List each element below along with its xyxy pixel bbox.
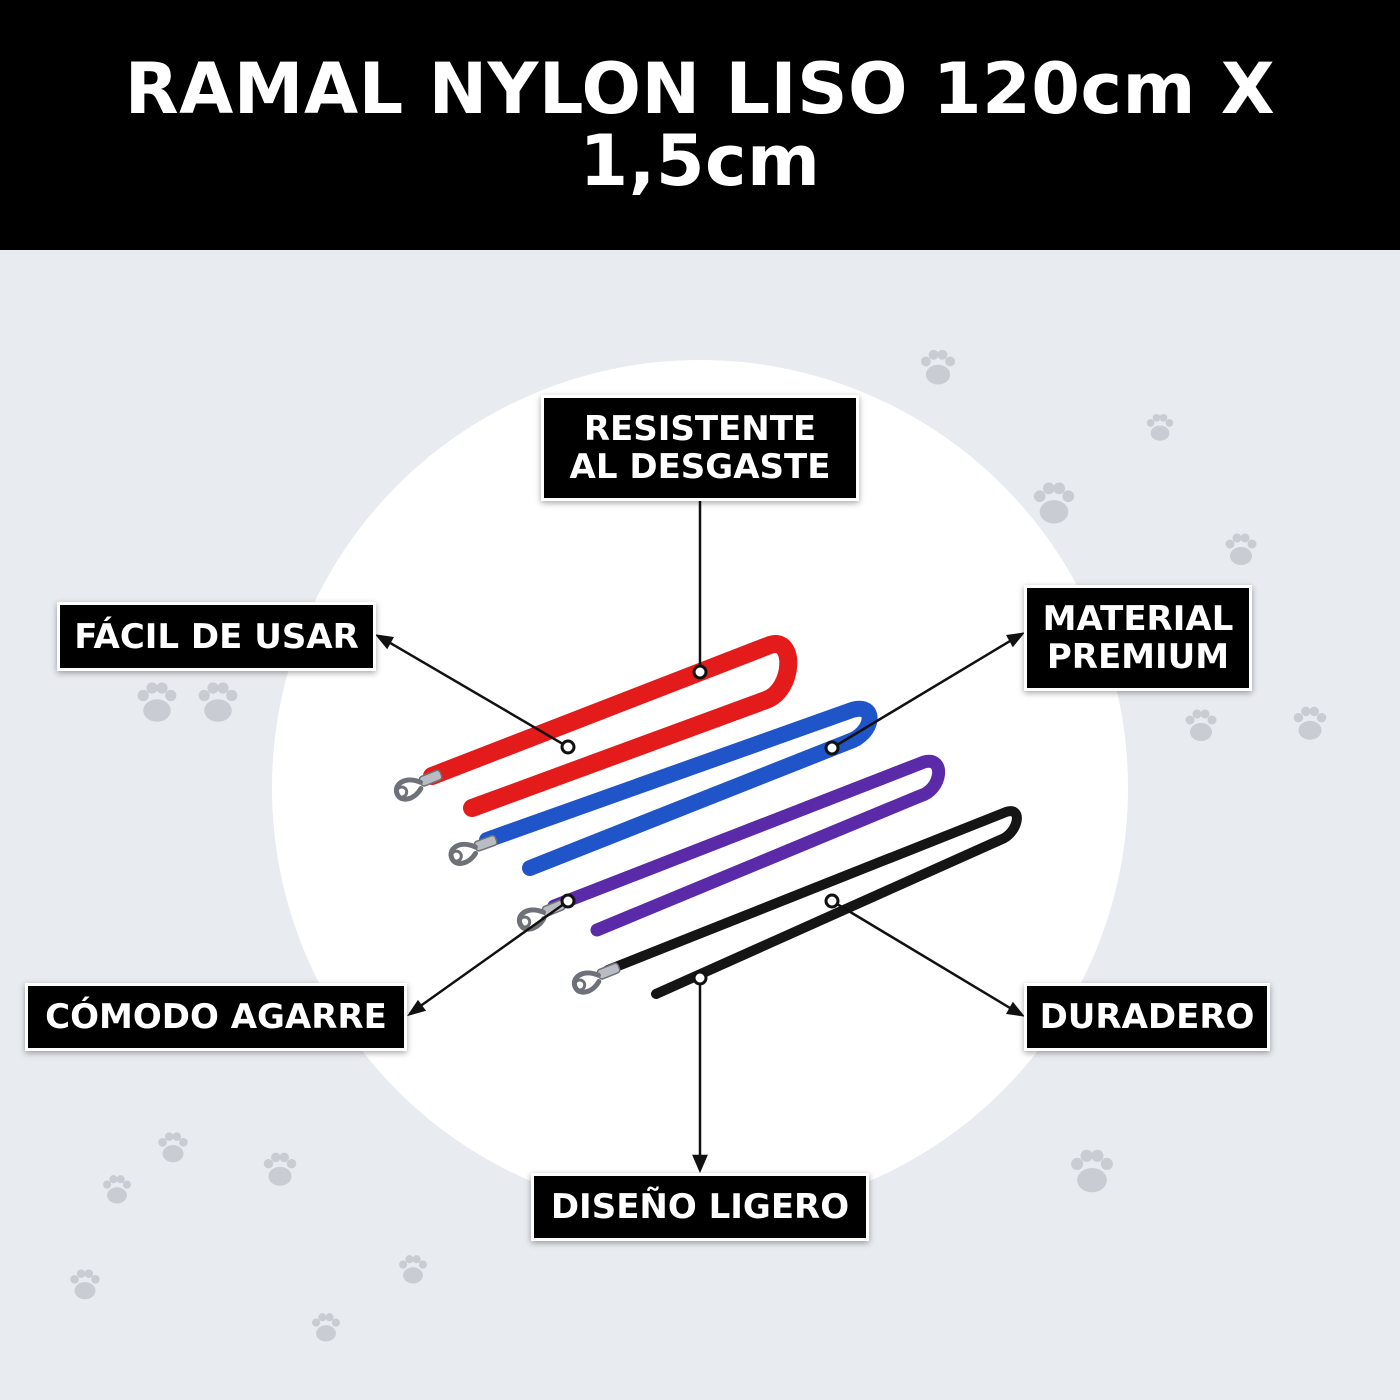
callout-label: DISEÑO LIGERO [550, 1187, 850, 1227]
callout-label: CÓMODO AGARRE [45, 997, 387, 1037]
callout-connectors [375, 501, 1025, 1174]
page-title: RAMAL NYLON LISO 120cm X 1,5cm [124, 48, 1276, 202]
callout-points [560, 664, 840, 986]
leash-red [394, 635, 798, 817]
leash-black [572, 806, 1022, 999]
callout-duradero: DURADERO [1024, 983, 1270, 1051]
callout-comodo-agarre: CÓMODO AGARRE [25, 983, 407, 1051]
callout-material-premium: MATERIAL PREMIUM [1024, 585, 1252, 691]
callout-label: FÁCIL DE USAR [74, 616, 359, 657]
leash-blue [448, 700, 878, 876]
title-banner: RAMAL NYLON LISO 120cm X 1,5cm [0, 0, 1400, 250]
callout-label: DURADERO [1039, 997, 1255, 1037]
callout-label: RESISTENTE AL DESGASTE [569, 409, 831, 487]
callout-label: MATERIAL PREMIUM [1042, 599, 1234, 677]
callout-resistente: RESISTENTE AL DESGASTE [541, 395, 859, 501]
callout-diseno-ligero: DISEÑO LIGERO [531, 1173, 869, 1241]
callout-facil-de-usar: FÁCIL DE USAR [57, 602, 376, 671]
leash-purple [517, 754, 946, 937]
product-backdrop [272, 360, 1128, 1216]
